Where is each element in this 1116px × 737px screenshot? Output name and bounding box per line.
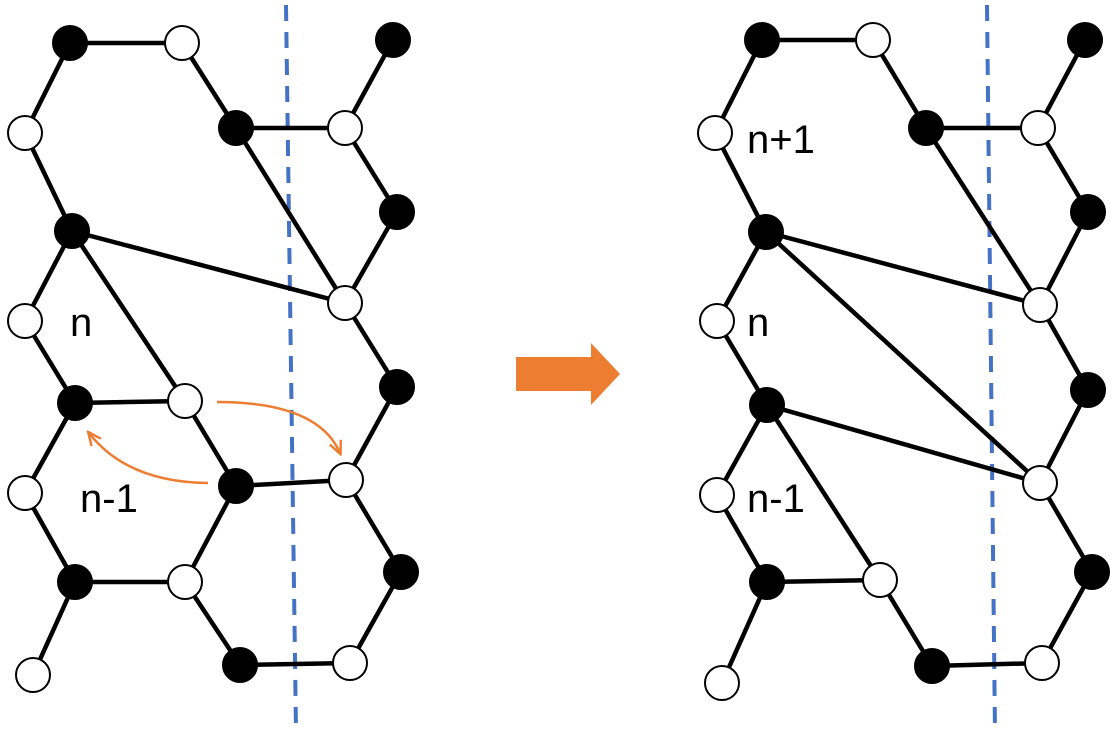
atom-light	[699, 477, 735, 513]
atom-light	[1022, 465, 1058, 501]
atom-light	[699, 303, 735, 339]
flip-arrow	[216, 400, 340, 453]
atom-dark	[744, 22, 780, 58]
ring-label-n: n	[70, 301, 92, 345]
atom-dark	[379, 194, 415, 230]
atom-light	[167, 383, 203, 419]
flip-arrow	[89, 433, 209, 485]
bond-flip-arrows	[89, 400, 340, 485]
atom-dark	[749, 564, 785, 600]
atom-light	[164, 25, 200, 61]
atom-dark	[1070, 194, 1106, 230]
right-atoms	[697, 22, 1110, 701]
atom-dark	[1074, 554, 1110, 590]
atom-dark	[375, 22, 411, 58]
atom-light	[855, 22, 891, 58]
left-lattice: n n-1	[7, 4, 419, 733]
bond	[764, 402, 1043, 486]
bond	[929, 660, 1045, 669]
atom-light	[327, 110, 363, 146]
atom-dark	[748, 214, 784, 250]
atom-light	[1024, 645, 1060, 681]
atom-dark	[1067, 22, 1103, 58]
bond	[182, 483, 239, 585]
atom-dark	[908, 110, 944, 146]
atom-dark	[54, 213, 90, 249]
right-lattice: n+1 n n-1	[697, 4, 1110, 733]
bond	[764, 402, 883, 583]
atom-dark	[1070, 372, 1106, 408]
bond	[237, 660, 353, 668]
atom-dark	[218, 110, 254, 146]
atom-light	[332, 645, 368, 681]
atom-light	[1022, 287, 1058, 323]
bond	[763, 229, 1043, 486]
ring-label-n-minus-1: n-1	[747, 477, 805, 521]
bond	[69, 228, 188, 404]
atom-light	[7, 115, 43, 151]
atom-light	[7, 303, 43, 339]
bond	[22, 130, 75, 234]
bond	[719, 579, 770, 686]
atom-dark	[914, 648, 950, 684]
atom-dark	[57, 564, 93, 600]
atom-light	[862, 562, 898, 598]
atom-light	[167, 564, 203, 600]
bond	[69, 228, 348, 306]
cut-line	[985, 4, 997, 733]
bond	[923, 125, 1043, 308]
bond	[712, 130, 769, 235]
bond	[233, 125, 348, 306]
atom-dark	[749, 387, 785, 423]
atom-dark	[218, 468, 254, 504]
atom-light	[697, 115, 733, 151]
atom-dark	[383, 554, 419, 590]
ring-label-n-minus-1: n-1	[80, 477, 138, 521]
ring-label-n: n	[747, 301, 769, 345]
atom-light	[15, 657, 51, 693]
bond	[763, 229, 1043, 308]
ring-label-n-plus-1: n+1	[747, 118, 815, 162]
atom-light	[7, 475, 43, 511]
atom-light	[704, 665, 740, 701]
bond	[233, 477, 349, 489]
atom-dark	[222, 647, 258, 683]
left-atoms	[7, 22, 419, 693]
atom-light	[1020, 110, 1056, 146]
atom-light	[327, 285, 363, 321]
atom-dark	[379, 369, 415, 405]
atom-dark	[57, 385, 93, 421]
bond	[764, 577, 883, 585]
cut-line	[284, 4, 298, 733]
right-arrow-icon	[516, 343, 620, 405]
atom-dark	[52, 25, 88, 61]
atom-light	[328, 462, 364, 498]
bond	[72, 398, 188, 406]
